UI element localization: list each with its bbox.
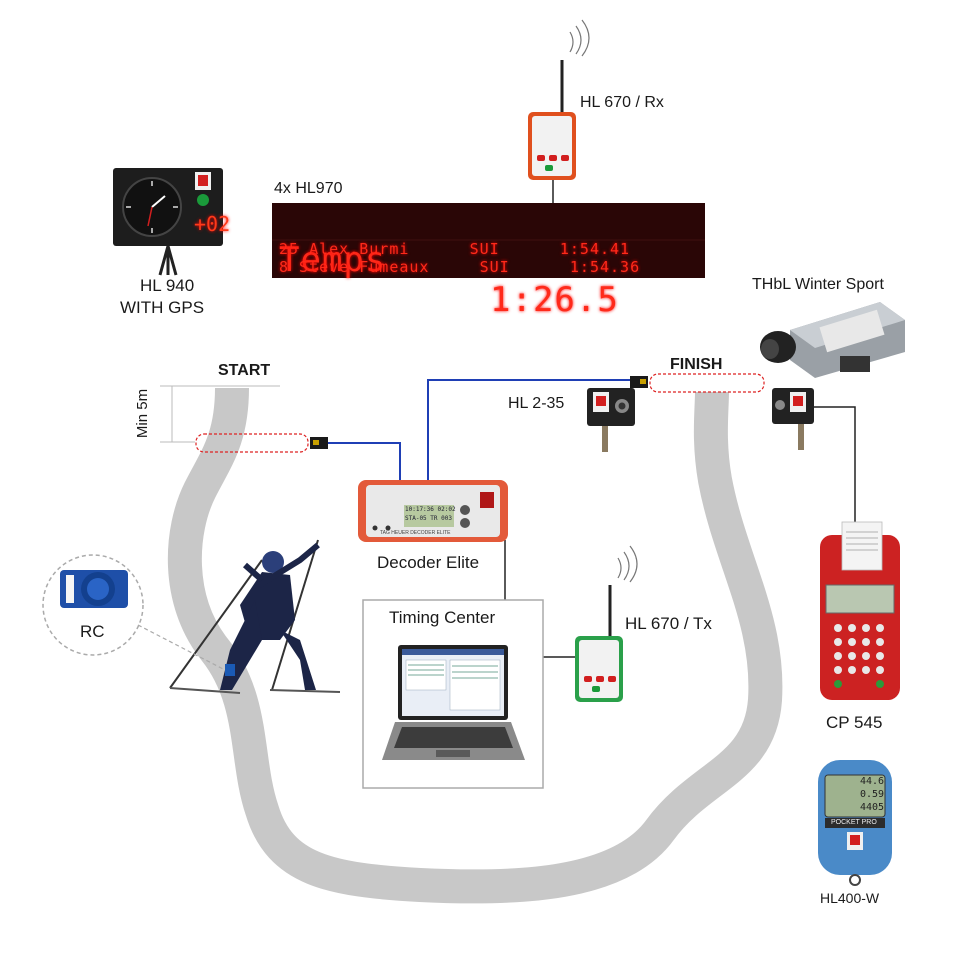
label-hl670-rx: HL 670 / Rx bbox=[580, 94, 664, 111]
laptop bbox=[382, 645, 525, 760]
label-hl400w: HL400-W bbox=[820, 890, 880, 906]
decoder-elite-device bbox=[358, 480, 508, 542]
label-hl670-tx: HL 670 / Tx bbox=[625, 614, 712, 633]
hl400w-stopwatch bbox=[818, 760, 892, 886]
label-rc: RC bbox=[80, 622, 105, 641]
hl235-photocell-right bbox=[772, 388, 814, 450]
scoreboard-row-1: Temps 1:26.5 bbox=[275, 200, 705, 320]
hl670-tx-device bbox=[575, 545, 638, 702]
label-hl940: HL 940 bbox=[140, 276, 195, 295]
pocketpro-line3: 4405 bbox=[860, 802, 885, 813]
pocketpro-line1: 44.6 bbox=[860, 776, 885, 787]
min-5m-dimension bbox=[160, 385, 280, 443]
connections bbox=[504, 180, 856, 658]
skier-figure bbox=[169, 539, 341, 694]
clock-digits: +02 bbox=[194, 212, 230, 236]
decoder-screen-line1: 10:17:36 02:02 bbox=[405, 506, 456, 513]
label-finish: FINISH bbox=[670, 356, 723, 373]
label-hl940-sub: WITH GPS bbox=[120, 298, 205, 317]
hl235-photocell-left bbox=[587, 388, 635, 452]
cables bbox=[328, 379, 630, 482]
label-min-5m: Min 5m bbox=[134, 388, 152, 439]
label-decoder-elite: Decoder Elite bbox=[377, 553, 480, 572]
label-start: START bbox=[218, 362, 271, 379]
cp545-printer bbox=[820, 521, 900, 700]
ski-track bbox=[167, 387, 783, 904]
clock-sign: + bbox=[194, 212, 207, 236]
finish-beam bbox=[649, 373, 765, 393]
rc-transponder bbox=[60, 570, 128, 608]
pocketpro-line2: 0.59 bbox=[860, 789, 885, 800]
scoreboard-row-2: 25 Alex.Burmi SUI 1:54.41 bbox=[279, 240, 631, 258]
label-thbl: THbL Winter Sport bbox=[752, 276, 884, 293]
scoreboard-row1-right: 1:26.5 bbox=[490, 280, 619, 320]
label-cp545: CP 545 bbox=[826, 713, 883, 732]
scoreboard-row-3: 8 Steve Fumeaux SUI 1:54.36 bbox=[279, 258, 641, 276]
decoder-screen-line2: STA-05 TR 003 bbox=[405, 515, 452, 522]
decoder-brand: TAG HEUER DECODER ELITE bbox=[380, 530, 451, 536]
label-hl970: 4x HL970 bbox=[274, 180, 343, 197]
clock-value: 02 bbox=[206, 212, 231, 236]
pocketpro-brand: POCKET PRO bbox=[831, 819, 877, 826]
label-timing-center: Timing Center bbox=[389, 608, 496, 627]
thbl-camera bbox=[760, 302, 905, 378]
label-hl235: HL 2-35 bbox=[508, 395, 565, 412]
start-beam bbox=[195, 433, 309, 453]
hl940-clock bbox=[113, 168, 223, 276]
timing-center-box bbox=[362, 599, 544, 789]
scoreboard-row1-left: Temps bbox=[279, 240, 387, 280]
hl670-rx-device bbox=[528, 19, 590, 180]
